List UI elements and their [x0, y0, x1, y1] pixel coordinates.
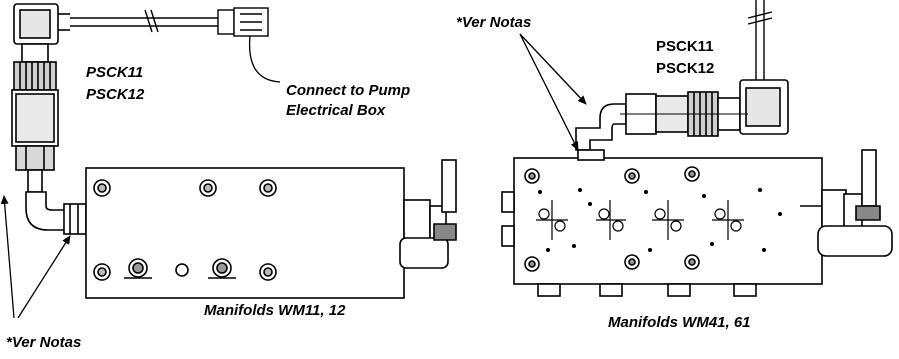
right-cable — [747, 0, 773, 80]
left-pressure-sensor — [11, 3, 70, 193]
right-manifold-caption: Manifolds WM41, 61 — [608, 314, 751, 331]
left-sensor-model-1: PSCK11 — [86, 64, 144, 81]
connect-label-line-2: Electrical Box — [286, 102, 386, 119]
connect-label-line-1: Connect to Pump — [286, 82, 411, 99]
right-note-label: *Ver Notas — [456, 14, 532, 31]
left-elbow-fitting — [25, 191, 87, 235]
right-sensor-model-2: PSCK12 — [656, 60, 715, 77]
left-note-arrows — [0, 195, 71, 319]
left-side-valve — [399, 159, 457, 269]
right-side-valve — [817, 149, 893, 257]
connect-leader-line — [248, 35, 281, 83]
right-pressure-sensor — [575, 79, 789, 161]
left-sensor-model-2: PSCK12 — [86, 86, 145, 103]
left-cable — [70, 7, 269, 37]
left-manifold-caption: Manifolds WM11, 12 — [204, 302, 346, 319]
left-note-label: *Ver Notas — [6, 334, 82, 351]
left-manifold-block — [85, 167, 405, 299]
right-sensor-model-1: PSCK11 — [656, 38, 714, 55]
right-note-arrows — [519, 33, 587, 151]
right-manifold-block — [501, 157, 850, 297]
